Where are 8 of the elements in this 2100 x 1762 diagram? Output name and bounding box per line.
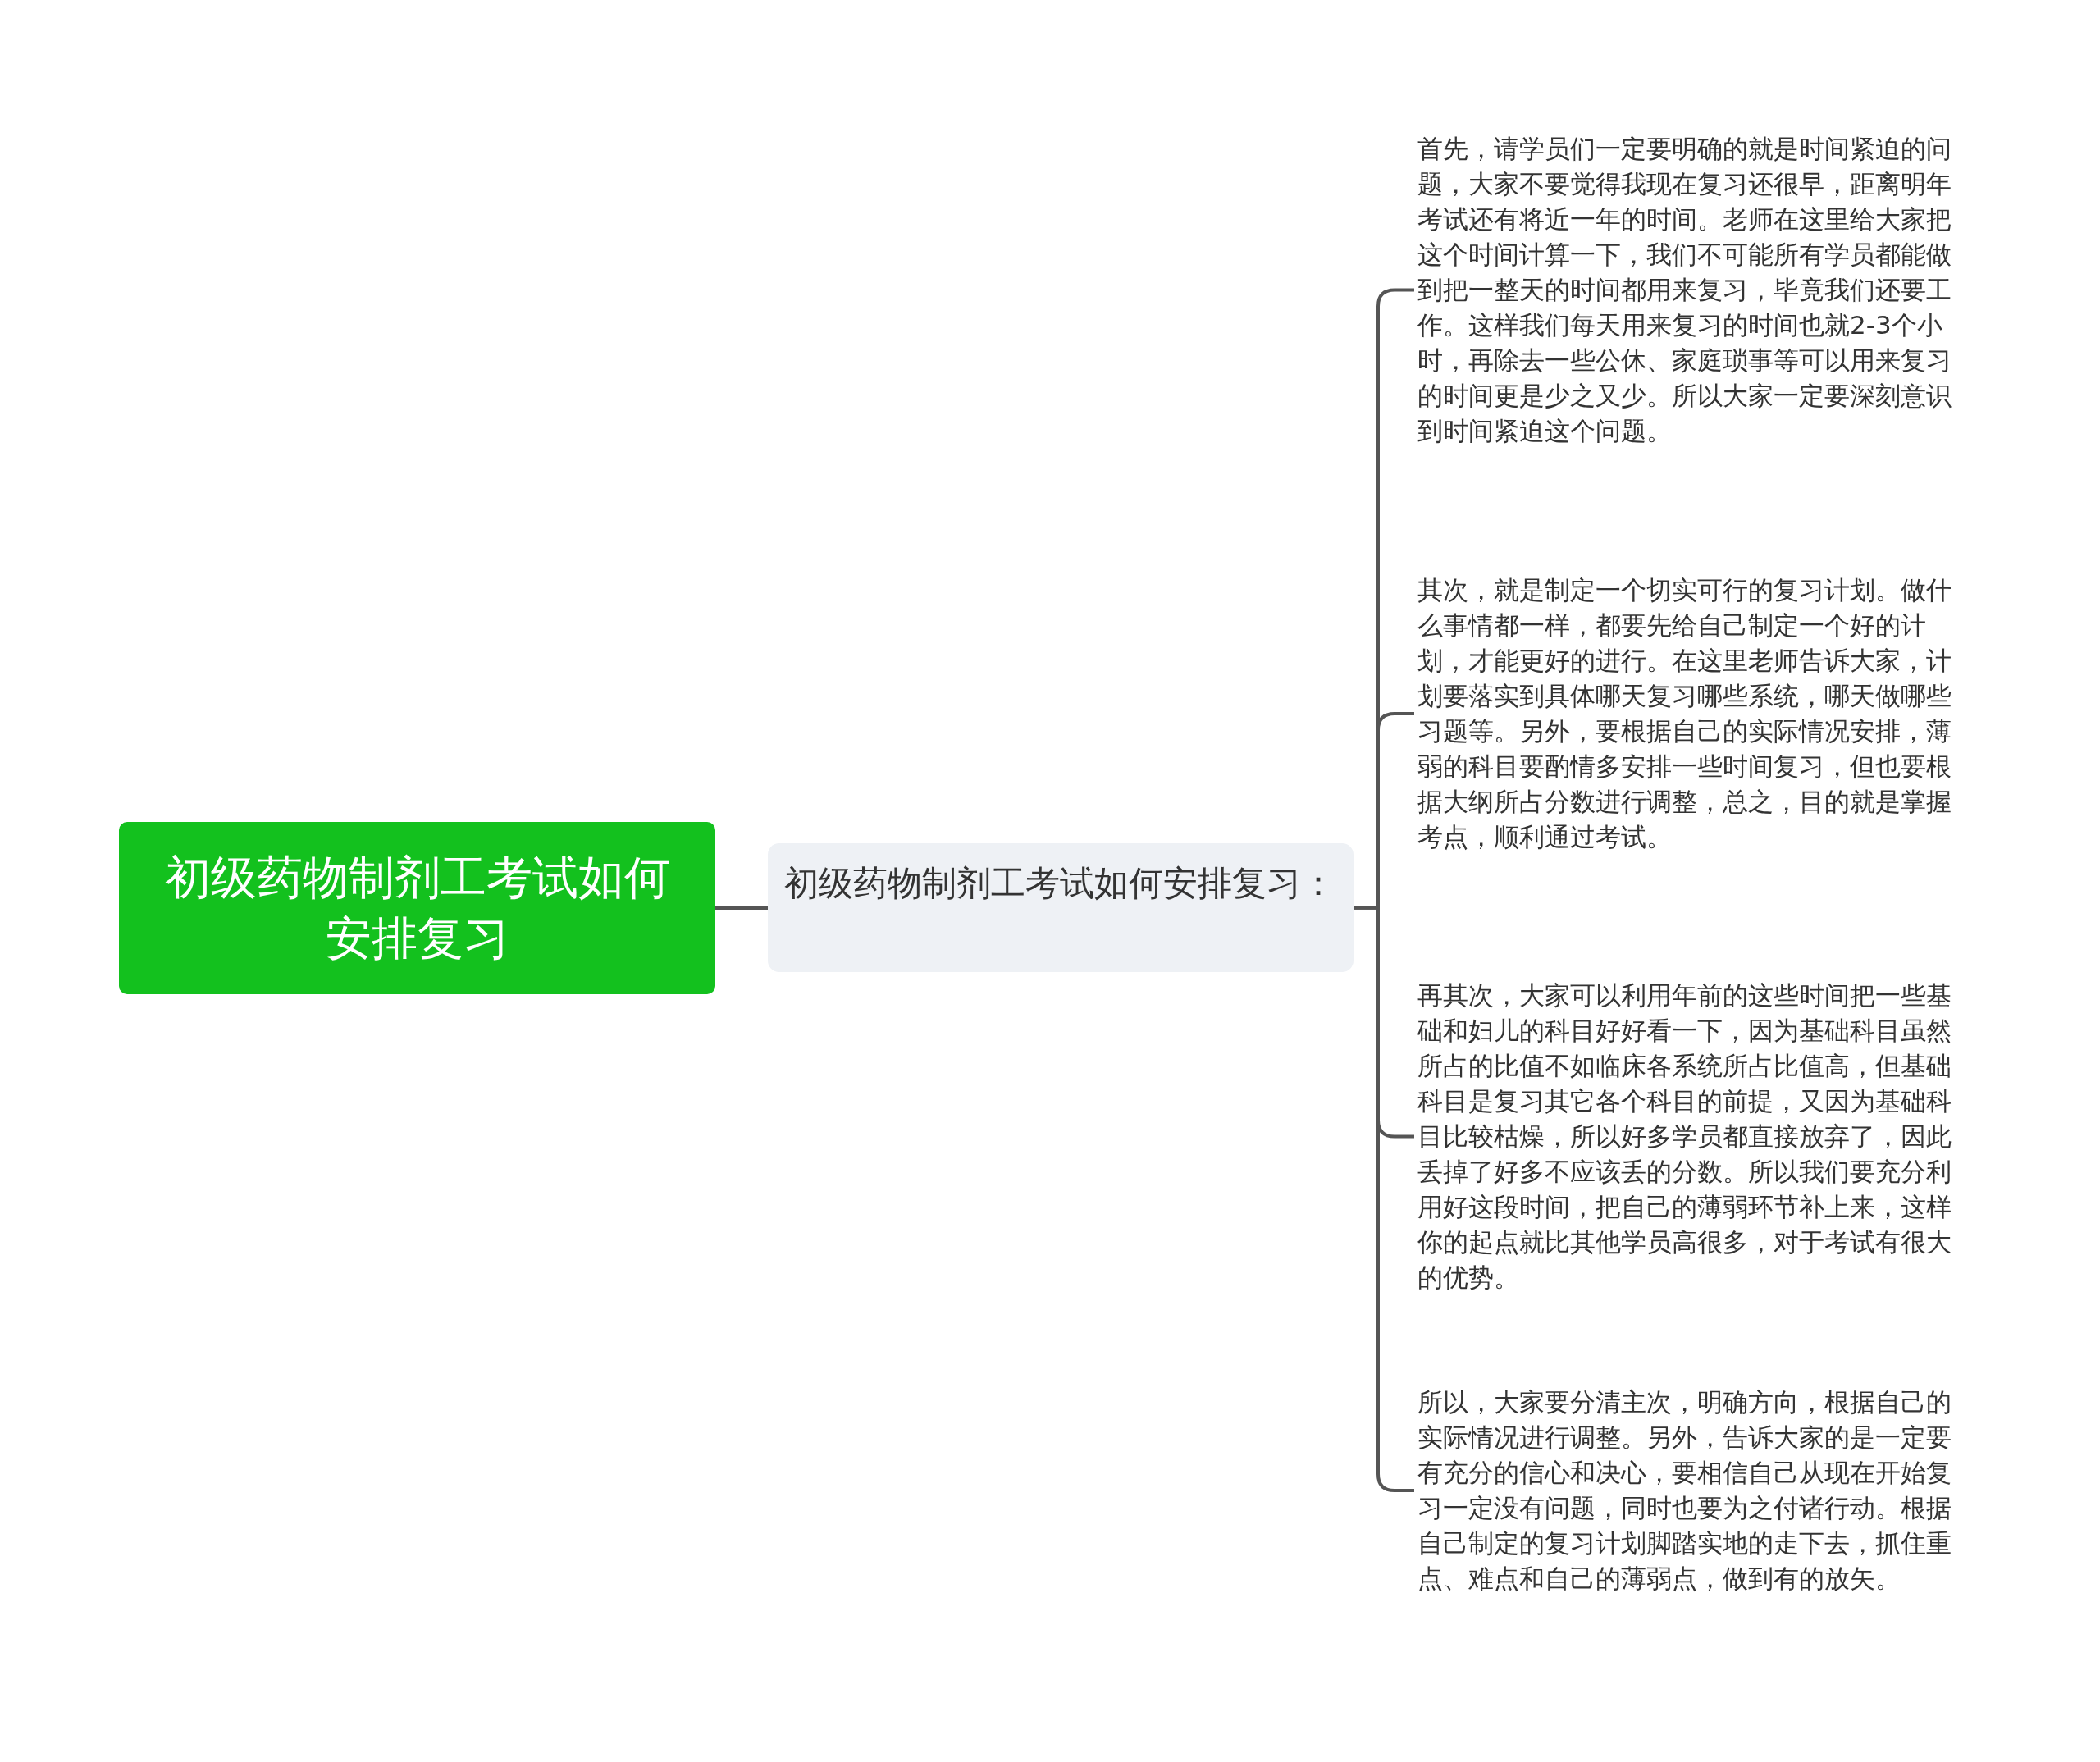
- subtopic-box: 初级药物制剂工考试如何安排复习：: [768, 843, 1354, 972]
- paragraph-text: 再其次，大家可以利用年前的这些时间把一些基础和妇儿的科目好好看一下，因为基础科目虽然所占的比值不如临床各系统所占比值高，但基础科目是复习其它各个科目的前提，又因为基础科目比较枯燥，所以好多学员都直接放弃了，因此丢掉了好多不应该丢的分数。所以我们要充分利用好这段时间，把自己的薄弱环节补上来，这样你的起点就比其他学员高很多，对于考试有很大的优势。: [1418, 978, 1975, 1295]
- paragraph-text: 其次，就是制定一个切实可行的复习计划。做什么事情都一样，都要先给自己制定一个好的计划，才能更好的进行。在这里老师告诉大家，计划要落实到具体哪天复习哪些系统，哪天做哪些习题等。另外，要根据自己的实际情况安排，薄弱的科目要酌情多安排一些时间复习，但也要根据大纲所占分数进行调整，总之，目的就是掌握考点，顺利通过考试。: [1418, 573, 1975, 855]
- connector-line: [1354, 906, 1414, 1492]
- paragraph-text: 所以，大家要分清主次，明确方向，根据自己的实际情况进行调整。另外，告诉大家的是一定要有充分的信心和决心，要相信自己从现在开始复习一定没有问题，同时也要为之付诸行动。根据自己制定的复习计划脚踏实地的走下去，抓住重点、难点和自己的薄弱点，做到有的放矢。: [1418, 1385, 1975, 1596]
- connector-line: [715, 906, 768, 910]
- paragraph-text: 首先，请学员们一定要明确的就是时间紧迫的问题，大家不要觉得我现在复习还很早，距离明年考试还有将近一年的时间。老师在这里给大家把这个时间计算一下，我们不可能所有学员都能做到把一整天的时间都用来复习，毕竟我们还要工作。这样我们每天用来复习的时间也就2-3个小时，再除去一些公休、家庭琐事等可以用来复习的时间更是少之又少。所以大家一定要深刻意识到时间紧迫这个问题。: [1418, 131, 1975, 449]
- topic-box: 初级药物制剂工考试如何安排复习: [119, 822, 715, 994]
